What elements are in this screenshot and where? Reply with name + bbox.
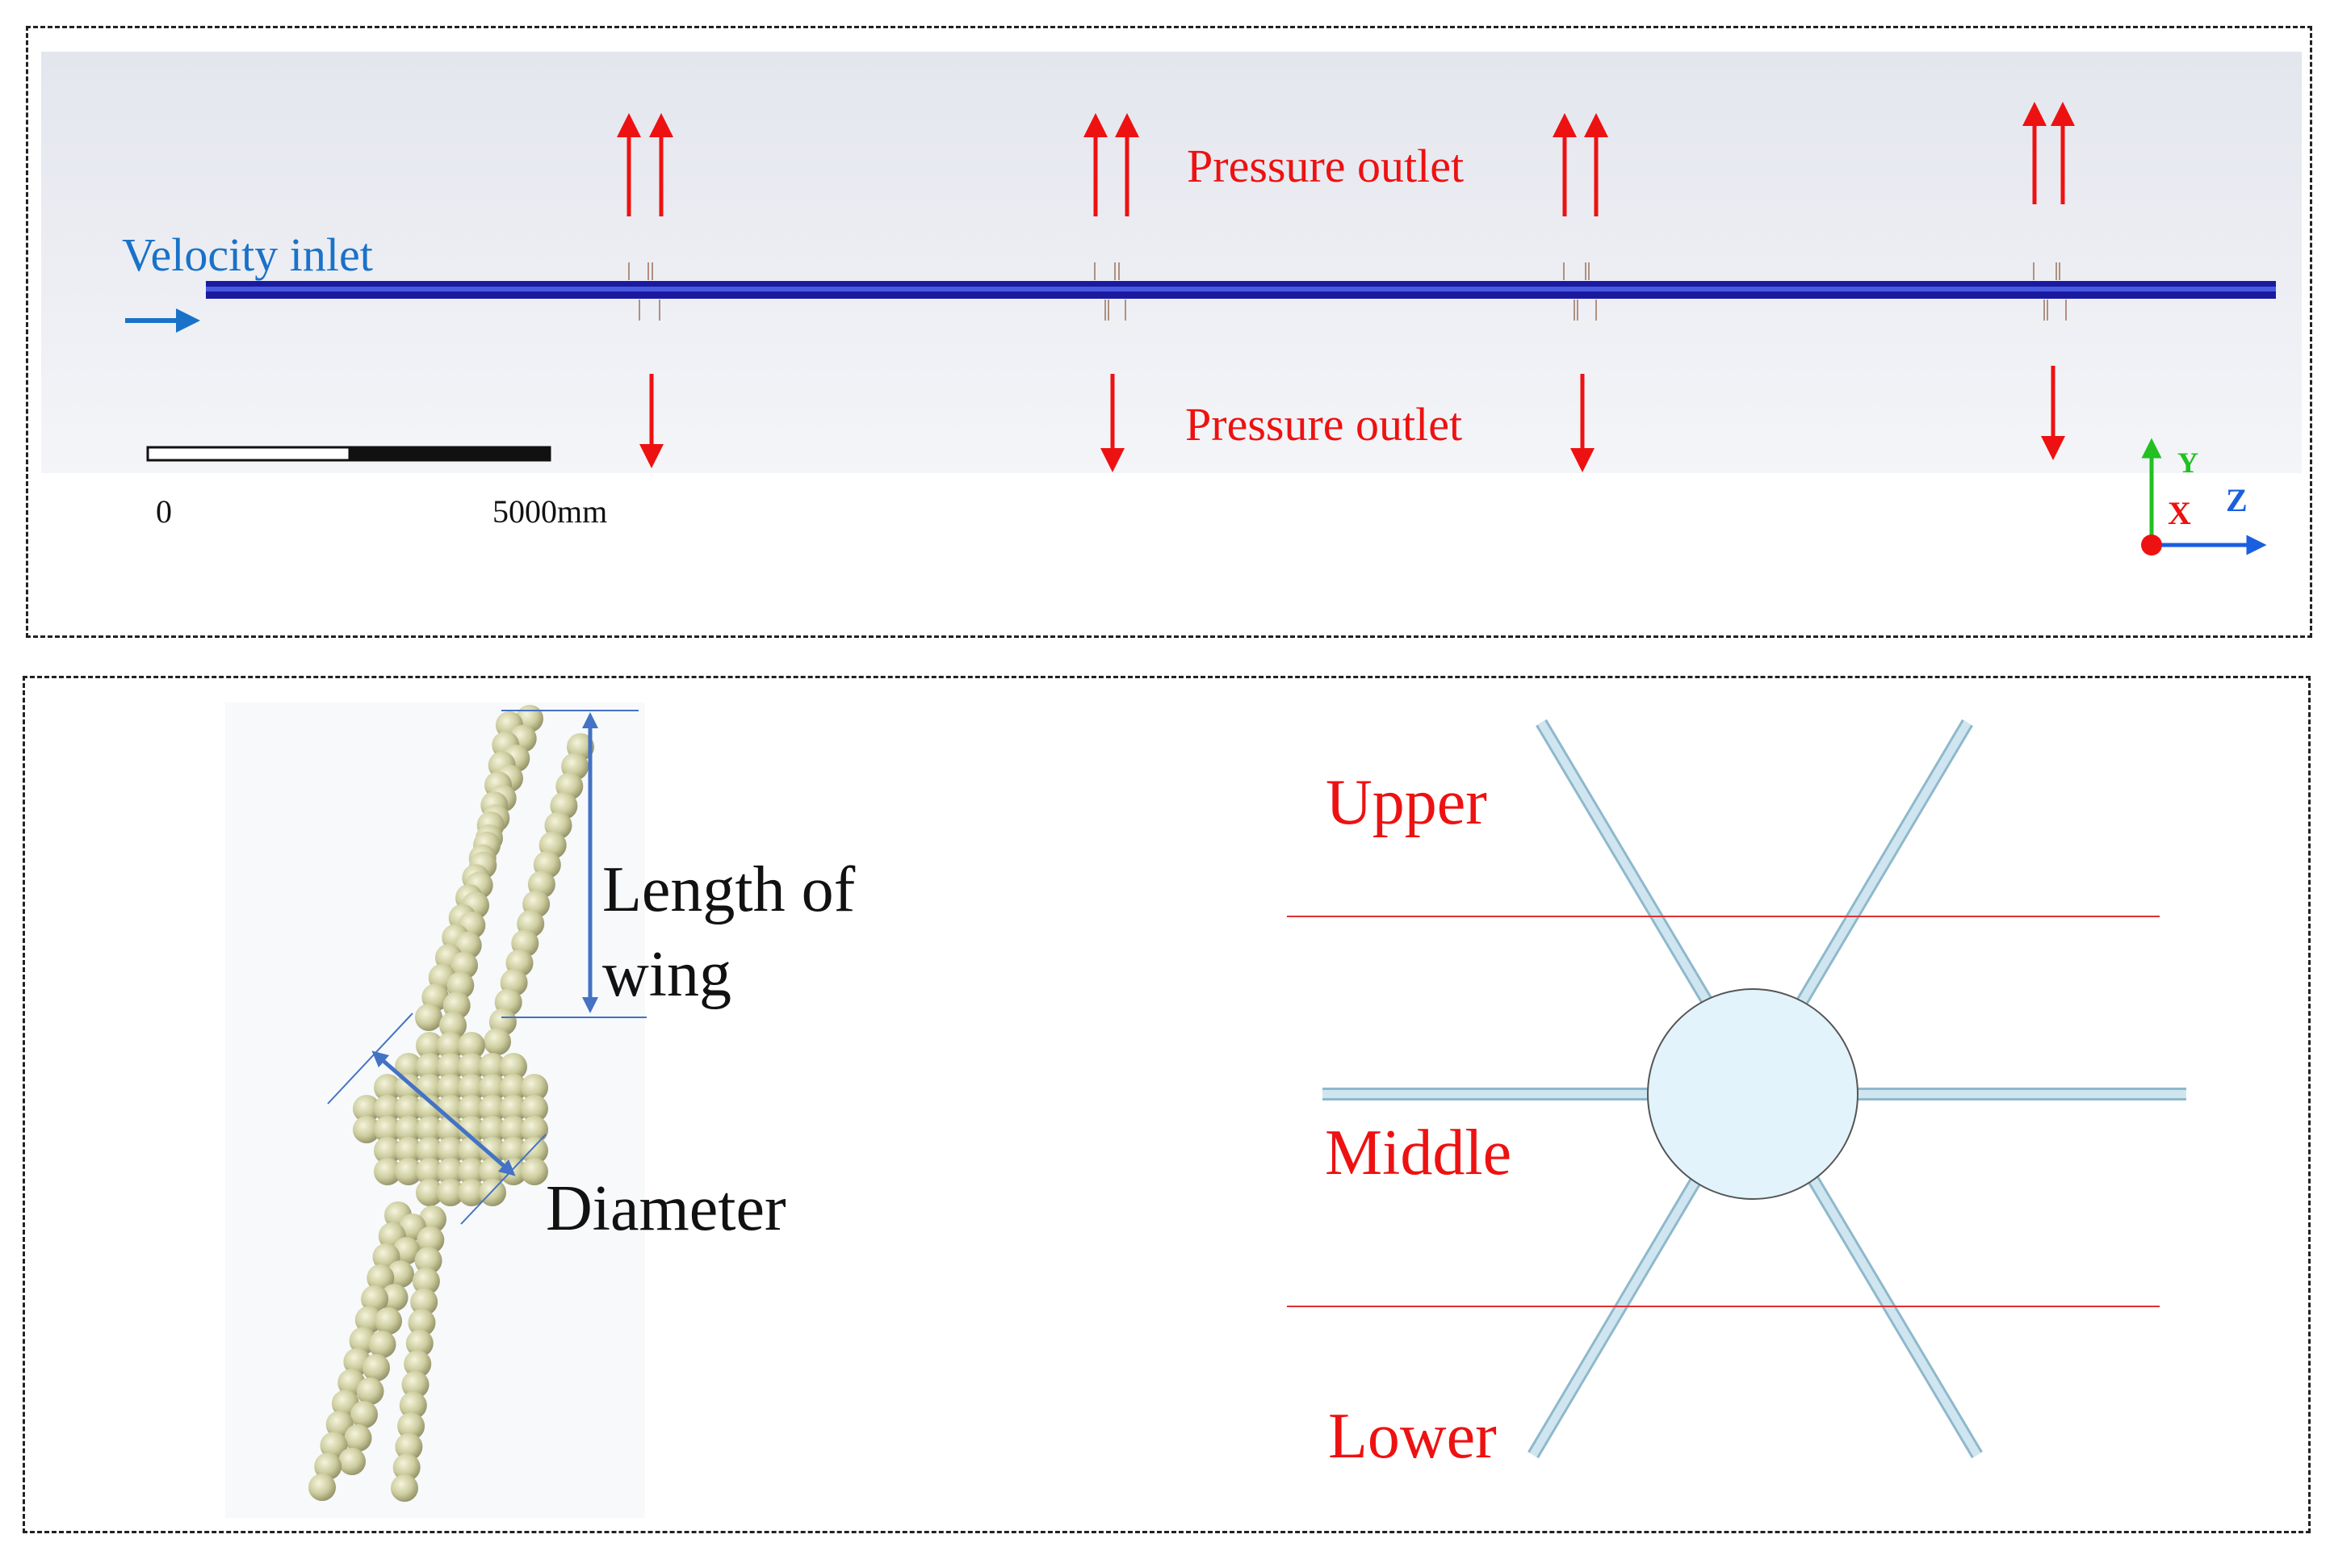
- bead: [417, 1226, 445, 1254]
- bead: [375, 1307, 402, 1335]
- length-of-wing-label-line1: Length of: [602, 854, 856, 925]
- pressure-outlet-bottom-label: Pressure outlet: [1185, 398, 1462, 451]
- bead: [401, 1370, 430, 1398]
- particle-model-figure: Length of wing Diameter: [225, 702, 2186, 1518]
- bead: [308, 1474, 336, 1501]
- bead: [367, 1264, 395, 1292]
- viewport-background: [41, 52, 2302, 473]
- bead: [344, 1424, 372, 1452]
- axis-z-label: Z: [2226, 482, 2248, 518]
- diameter-dimension: [327, 1012, 547, 1225]
- bead: [338, 1448, 366, 1475]
- pipe-domain-panel: Pressure outlet Pressure outlet Velocity…: [26, 26, 2312, 638]
- lower-zone-label: Lower: [1328, 1401, 1497, 1472]
- velocity-inlet-label: Velocity inlet: [122, 228, 373, 281]
- bead: [521, 1095, 548, 1122]
- bead: [356, 1377, 384, 1405]
- pipe: [206, 281, 2276, 299]
- bead: [350, 1401, 378, 1428]
- axis-x-label: X: [2168, 495, 2191, 531]
- outlet-up-arrows: [617, 102, 2075, 216]
- bead: [361, 1285, 389, 1313]
- particle-model-panel: Length of wing Diameter: [23, 676, 2311, 1533]
- bead: [521, 1116, 548, 1143]
- bead: [362, 1354, 390, 1381]
- seed-center: [1647, 988, 1859, 1200]
- bead: [391, 1474, 418, 1502]
- bead: [320, 1432, 348, 1460]
- axis-y-label: Y: [2177, 447, 2198, 479]
- bead: [414, 1247, 442, 1275]
- bead: [410, 1288, 438, 1316]
- bead: [368, 1331, 396, 1358]
- pipe-domain-figure: Pressure outlet Pressure outlet Velocity…: [41, 52, 2302, 556]
- nozzle-marks: [628, 262, 2067, 321]
- wing-length-dimension: [501, 710, 647, 1018]
- bead: [380, 1284, 409, 1311]
- bead: [521, 1158, 548, 1185]
- wing-schematic: [1322, 719, 2186, 1459]
- length-of-wing-label-line2: wing: [602, 939, 731, 1010]
- bead: [314, 1453, 342, 1481]
- middle-zone-label: Middle: [1325, 1117, 1511, 1189]
- axis-triad: [2141, 438, 2267, 556]
- bead: [439, 1012, 467, 1039]
- bead: [412, 1267, 440, 1295]
- upper-zone-label: Upper: [1326, 767, 1487, 838]
- bead: [521, 1137, 548, 1164]
- bead: [479, 1179, 506, 1206]
- bead: [437, 1179, 464, 1206]
- bead: [458, 1179, 485, 1206]
- bead: [415, 1004, 442, 1031]
- bead: [397, 1412, 425, 1440]
- bead: [416, 1179, 443, 1206]
- pressure-outlet-top-label: Pressure outlet: [1187, 140, 1464, 192]
- scale-start-label: 0: [156, 493, 172, 530]
- diameter-label: Diameter: [546, 1173, 786, 1244]
- bead: [404, 1350, 432, 1378]
- bead: [399, 1391, 427, 1419]
- scale-bar: [146, 446, 551, 462]
- bead: [408, 1309, 436, 1337]
- bead: [405, 1329, 434, 1357]
- bead: [521, 1074, 548, 1101]
- bead: [392, 1453, 421, 1482]
- bead: [354, 1306, 383, 1334]
- scale-end-label: 5000mm: [492, 493, 607, 530]
- bead: [484, 1028, 511, 1055]
- bead: [395, 1432, 423, 1461]
- outlet-down-arrows: [639, 366, 2065, 472]
